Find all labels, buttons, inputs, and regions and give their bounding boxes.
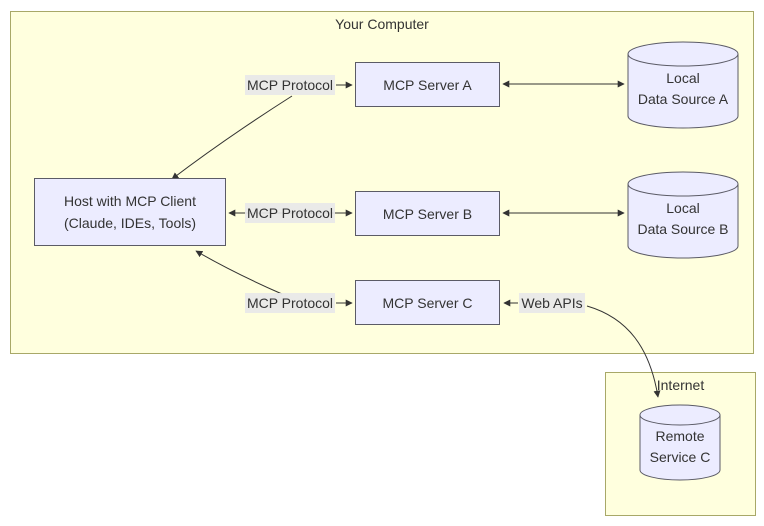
- node-mcp-server-a: MCP Server A: [355, 62, 500, 107]
- edge-server-c-to-host: [195, 250, 283, 295]
- label-local-data-source-a-line2: Data Source A: [637, 91, 729, 107]
- node-host-line2: (Claude, IDEs, Tools): [63, 215, 196, 231]
- cylinder-remote-service-c: [639, 404, 721, 481]
- label-local-data-source-a-line1: Local: [666, 70, 700, 86]
- node-mcp-server-b-label: MCP Server B: [382, 205, 473, 222]
- node-host-line1: Host with MCP Client: [63, 193, 196, 209]
- cluster-your-computer-title: Your Computer: [335, 16, 429, 32]
- node-host-with-mcp-client: Host with MCP Client (Claude, IDEs, Tool…: [34, 178, 226, 246]
- edge-server-a-to-host: [171, 95, 293, 180]
- node-mcp-server-b: MCP Server B: [355, 191, 500, 236]
- cylinder-local-data-source-b: [627, 171, 739, 259]
- label-local-data-source-b-line1: Local: [666, 200, 700, 216]
- cylinder-local-data-source-a: [627, 41, 739, 129]
- edge-label-web-apis: Web APIs: [519, 293, 585, 313]
- label-local-data-source-a: Local Data Source A: [628, 68, 738, 110]
- edge-label-mcp-protocol-a: MCP Protocol: [245, 75, 335, 95]
- cluster-internet: Internet: [605, 372, 756, 516]
- node-mcp-server-a-label: MCP Server A: [383, 76, 472, 93]
- cluster-internet-title: Internet: [656, 377, 705, 393]
- node-mcp-server-c: MCP Server C: [355, 280, 500, 325]
- edge-label-mcp-protocol-c: MCP Protocol: [245, 293, 335, 313]
- edge-web-apis-to-remote-service: [586, 305, 661, 398]
- edge-label-mcp-protocol-b: MCP Protocol: [245, 203, 335, 223]
- label-remote-service-c-line1: Remote: [655, 428, 705, 444]
- label-remote-service-c-line2: Service C: [649, 449, 711, 465]
- node-mcp-server-c-label: MCP Server C: [382, 294, 473, 311]
- label-local-data-source-b-line2: Data Source B: [637, 221, 729, 237]
- label-local-data-source-b: Local Data Source B: [628, 198, 738, 240]
- label-remote-service-c: Remote Service C: [640, 426, 720, 468]
